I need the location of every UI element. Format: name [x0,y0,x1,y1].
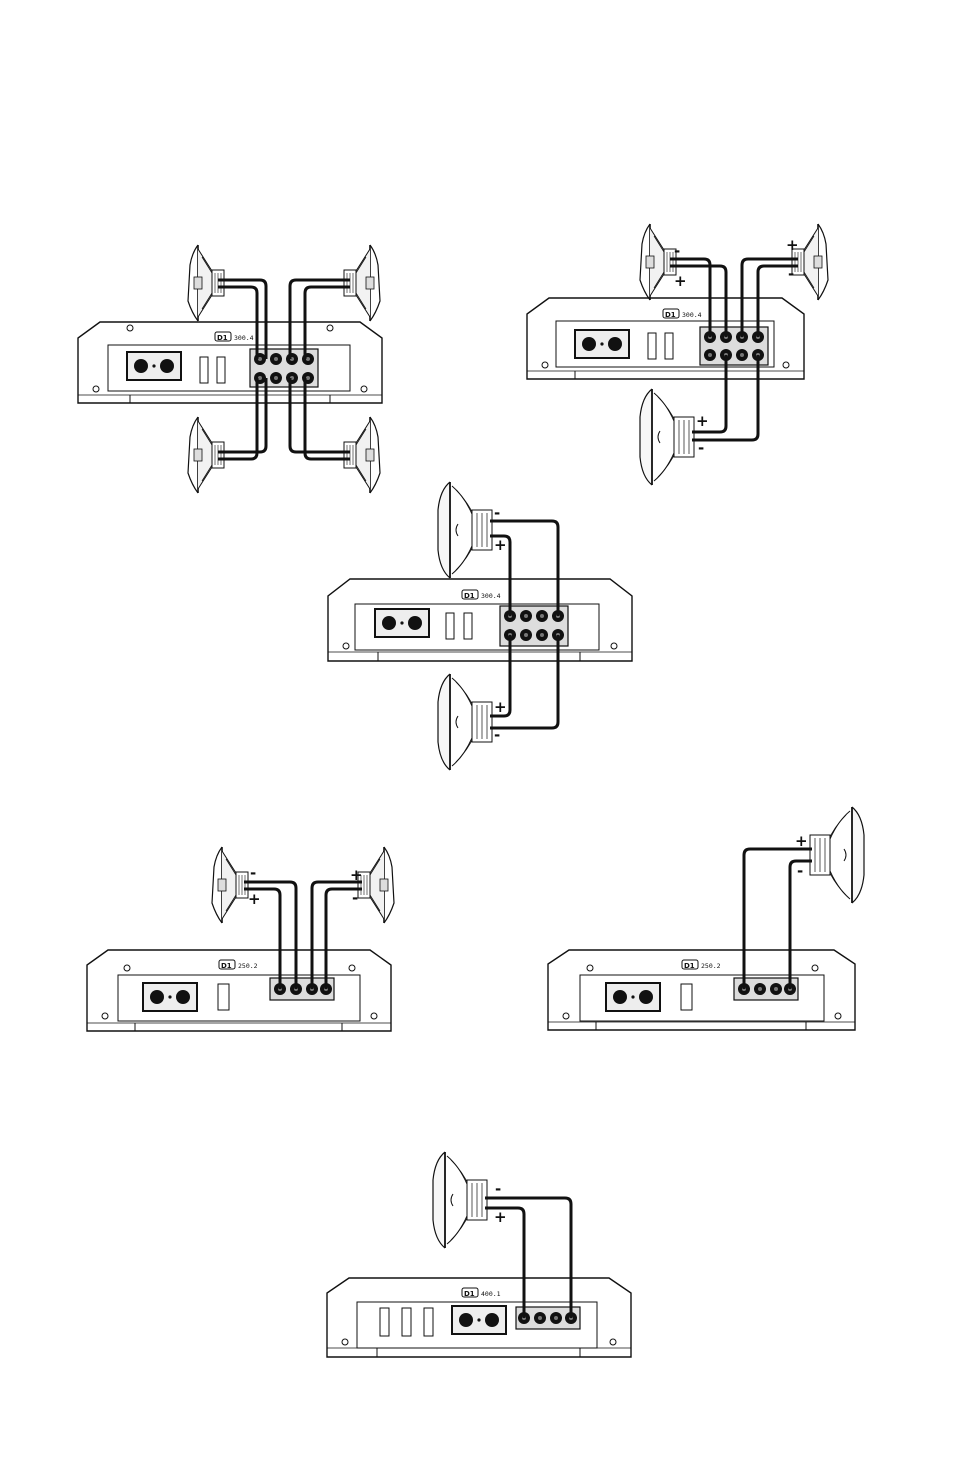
diagram-mono-sub: D1 400.1 - + [327,1152,631,1357]
polarity-label: - [352,889,358,907]
amplifier: D1 250.2 [87,950,391,1031]
speaker-front-left [188,245,224,321]
polarity-label: - [495,1180,501,1198]
polarity-label: + [696,412,709,430]
diagram-two-channel-stereo: D1 250.2 - + + - [87,847,394,1031]
polarity-label: + [786,236,799,254]
polarity-label: - [674,242,680,260]
amplifier: D1 300.4 [527,298,804,379]
polarity-label: + [350,866,363,884]
speaker-left [640,224,676,300]
amplifier: D1 400.1 [327,1278,631,1357]
speaker-rear-right [344,417,380,493]
speaker-rear-left [188,417,224,493]
polarity-label: - [250,864,256,882]
polarity-label: + [494,1208,507,1226]
amp-model: 300.4 [682,311,702,319]
speaker-front-right [344,245,380,321]
polarity-label: - [698,439,704,457]
amp-brand: D1 [665,311,676,319]
polarity-label: + [494,536,507,554]
diagram-four-speakers: D1 300.4 [78,245,382,493]
polarity-label: + [494,698,507,716]
amp-brand: D1 [217,334,228,342]
amplifier: D1 300.4 [328,579,632,661]
polarity-label: - [797,862,803,880]
diagram-two-subs: D1 300.4 - + + - [328,482,632,770]
subwoofer [640,389,694,485]
speaker-left [212,847,248,923]
polarity-label: + [795,832,808,850]
subwoofer-lower [438,674,492,770]
amp-model: 400.1 [481,1290,501,1298]
diagram-two-plus-sub: D1 300.4 - + + - + - [527,224,828,485]
amp-brand: D1 [464,592,475,600]
amp-brand: D1 [221,962,232,970]
amplifier: D1 250.2 [548,950,855,1030]
polarity-label: - [494,726,500,744]
polarity-label: + [248,890,261,908]
amp-brand: D1 [464,1290,475,1298]
amp-brand: D1 [684,962,695,970]
diagram-two-channel-bridged: D1 250.2 + - [548,807,864,1030]
subwoofer [433,1152,487,1248]
subwoofer [810,807,864,903]
polarity-label: - [494,504,500,522]
polarity-label: + [674,272,687,290]
amp-model: 250.2 [238,962,258,970]
amplifier: D1 300.4 [78,322,382,403]
polarity-label: - [788,265,794,283]
speaker-right [358,847,394,923]
amp-model: 250.2 [701,962,721,970]
amp-model: 300.4 [234,334,254,342]
amp-model: 300.4 [481,592,501,600]
subwoofer-upper [438,482,492,578]
